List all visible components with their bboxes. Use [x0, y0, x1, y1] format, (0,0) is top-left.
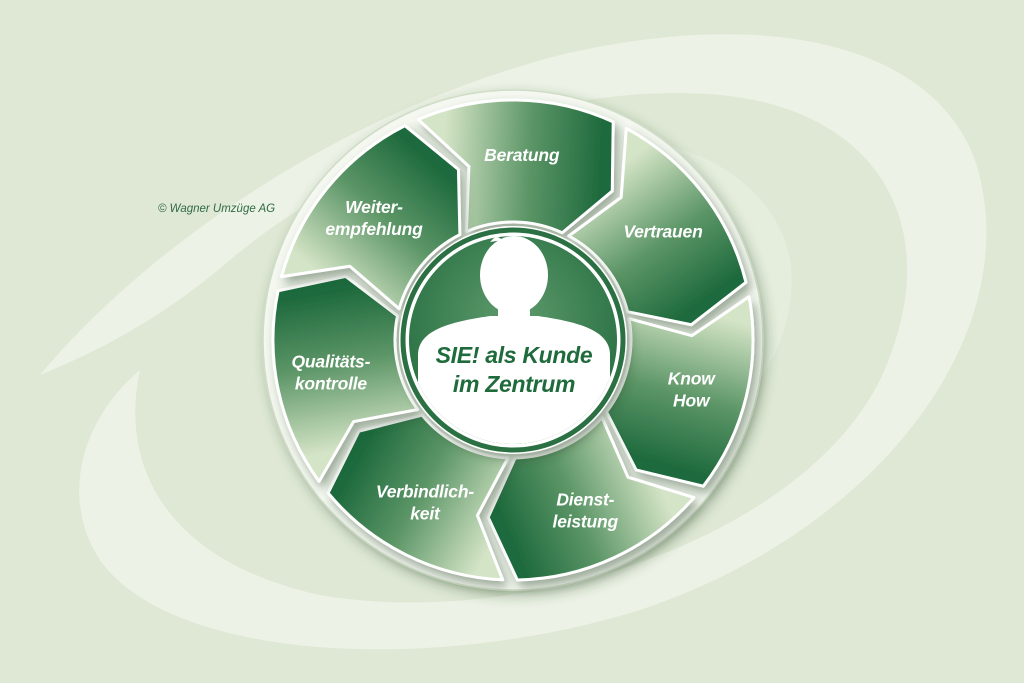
segment-label: Qualitäts- — [292, 352, 371, 372]
cycle-segment: Dienst-leistung — [486, 415, 696, 582]
segment-label: leistung — [553, 511, 619, 531]
segment-label: Beratung — [484, 145, 560, 165]
segment-label: Vertrauen — [623, 222, 702, 242]
cycle-segment-arrow — [486, 415, 696, 582]
center-hub: SIE! als Kunde im Zentrum — [399, 226, 627, 454]
person-silhouette-icon — [418, 236, 610, 444]
segment-label: keit — [410, 504, 441, 524]
segment-label: How — [673, 391, 711, 411]
center-title-line-1: SIE! als Kunde — [436, 342, 593, 368]
center-title-line-2: im Zentrum — [453, 371, 575, 397]
cycle-segment: Qualitäts-kontrolle — [271, 274, 420, 483]
cycle-segment: Vertrauen — [567, 126, 748, 327]
cycle-segment: Verbindlich-keit — [326, 413, 510, 582]
cycle-segment-arrow — [326, 413, 510, 582]
cycle-segment-arrow — [605, 295, 755, 488]
cycle-segment-arrow — [280, 124, 462, 311]
cycle-segment-arrow — [567, 126, 748, 327]
cycle-segment-arrow — [271, 274, 420, 483]
cycle-segment-arrow — [416, 98, 615, 235]
copyright-text: © Wagner Umzüge AG — [158, 203, 275, 215]
segment-label: empfehlung — [325, 219, 423, 239]
segment-label: kontrolle — [295, 374, 368, 394]
segment-label: Verbindlich- — [376, 482, 474, 502]
segment-ring: BeratungVertrauenKnowHowDienst-leistungV… — [271, 98, 755, 582]
segment-label: Dienst- — [556, 489, 614, 509]
cycle-segment: Beratung — [416, 98, 615, 235]
segment-label: Know — [668, 369, 716, 389]
segment-label: Weiter- — [345, 197, 403, 217]
cycle-segment: Weiter-empfehlung — [280, 124, 462, 311]
